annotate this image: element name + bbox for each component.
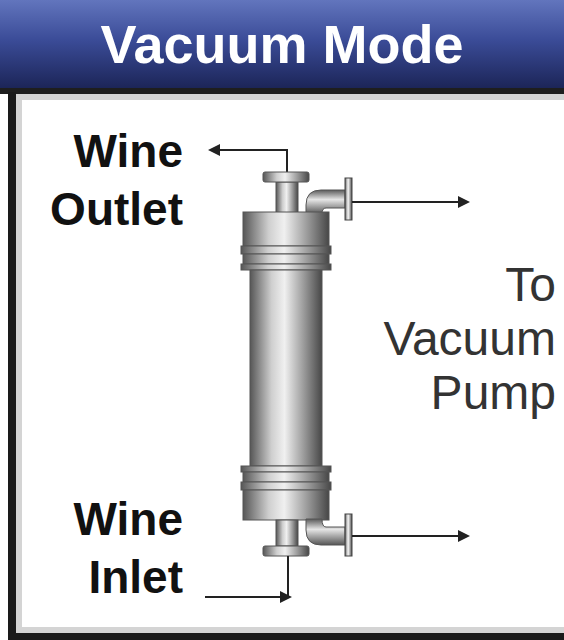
vacuum-arrowhead-top — [458, 196, 470, 208]
panel-bottom-border — [8, 633, 564, 640]
outlet-pipe — [276, 182, 298, 214]
lower-ring — [241, 466, 331, 472]
inlet-riser-line — [287, 556, 289, 597]
inlet-label: Wine Inlet — [23, 490, 183, 606]
upper-ring — [241, 246, 331, 254]
outlet-flange — [263, 172, 309, 182]
outlet-arrowhead — [208, 144, 220, 156]
vacuum-label: To Vacuum Pump — [356, 258, 556, 420]
vacuum-arrowhead-bottom — [458, 530, 470, 542]
upper-cap — [243, 212, 329, 246]
vacuum-flow-line-bottom — [352, 535, 460, 537]
upper-ring — [241, 264, 331, 270]
inlet-flange — [263, 546, 309, 556]
vacuum-flange-bottom — [345, 514, 352, 556]
inlet-pipe — [276, 520, 298, 546]
title-text: Vacuum Mode — [100, 0, 463, 88]
inlet-flow-line — [205, 596, 280, 598]
upper-collar — [243, 254, 329, 264]
panel-left-border — [8, 92, 16, 640]
panel-ground — [0, 88, 564, 640]
membrane-tube — [250, 270, 322, 466]
vacuum-elbow-bottom — [306, 519, 345, 545]
lower-cap — [243, 490, 329, 520]
panel-inner-border — [19, 97, 564, 630]
title-bar: Vacuum Mode — [0, 0, 564, 88]
outlet-flow-line — [218, 150, 287, 172]
lower-ring — [241, 482, 331, 490]
vacuum-flange-top — [345, 178, 352, 220]
vacuum-flow-line-top — [352, 201, 460, 203]
outlet-label: Wine Outlet — [23, 122, 183, 238]
inlet-arrowhead — [280, 591, 292, 603]
vacuum-elbow-top — [306, 190, 345, 214]
lower-collar — [243, 472, 329, 482]
